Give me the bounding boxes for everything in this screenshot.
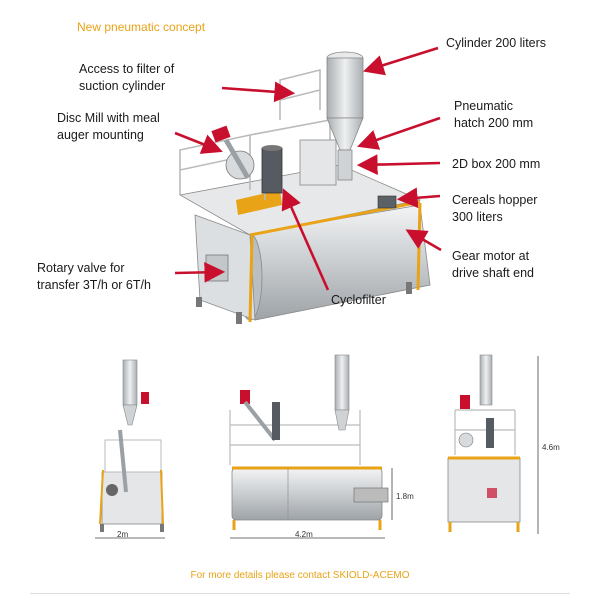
label-access-line2: suction cylinder xyxy=(79,79,166,93)
label-gear-motor-line2: drive shaft end xyxy=(452,266,534,280)
dimension-height-tank: 1.8m xyxy=(396,492,414,501)
front-view-center xyxy=(229,354,393,539)
label-hopper-line1: Cereals hopper xyxy=(452,193,538,207)
diagram-title: New pneumatic concept xyxy=(77,20,206,34)
label-hatch-line2: hatch 200 mm xyxy=(454,116,534,130)
footer-divider xyxy=(30,593,570,594)
label-disc-mill-line2: auger mounting xyxy=(57,128,144,142)
label-2d-box: 2D box 200 mm xyxy=(452,157,541,171)
dimension-height-total: 4.6m xyxy=(542,443,560,452)
end-view-right xyxy=(447,354,539,534)
label-access-line1: Access to filter of xyxy=(79,62,175,76)
label-cylinder: Cylinder 200 liters xyxy=(446,36,547,50)
label-hatch-line1: Pneumatic xyxy=(454,99,514,113)
dimension-length: 4.2m xyxy=(295,530,313,539)
dimension-width-side: 2m xyxy=(117,530,129,539)
label-rotary-valve-line1: Rotary valve for xyxy=(37,261,125,275)
main-machine xyxy=(178,51,431,324)
label-disc-mill-line1: Disc Mill with meal xyxy=(57,111,160,125)
label-rotary-valve-line2: transfer 3T/h or 6T/h xyxy=(37,278,151,292)
label-cyclofilter: Cyclofilter xyxy=(331,293,386,307)
label-gear-motor-line1: Gear motor at xyxy=(452,249,530,263)
side-view-left xyxy=(95,359,165,539)
label-hopper-line2: 300 liters xyxy=(452,210,503,224)
footer-contact: For more details please contact SKIOLD-A… xyxy=(190,570,410,581)
callout-arrows xyxy=(174,46,442,291)
